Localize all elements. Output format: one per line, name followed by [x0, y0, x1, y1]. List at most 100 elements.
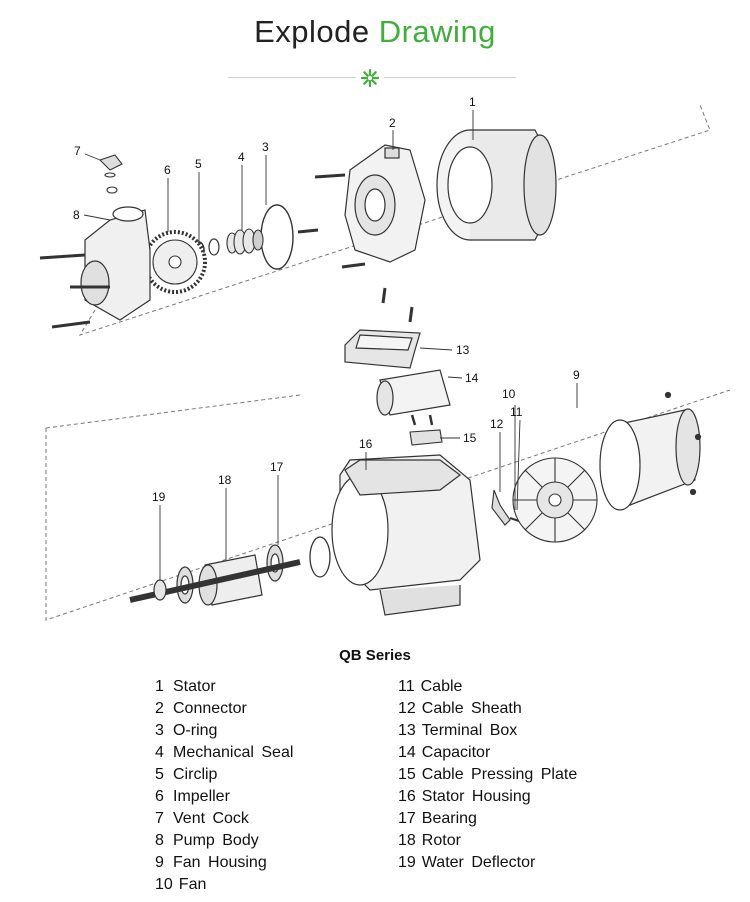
title-word-drawing: Drawing — [378, 14, 496, 49]
callout-3: 3 — [262, 140, 269, 154]
legend-num: 7 — [155, 810, 164, 827]
callout-12: 12 — [490, 417, 504, 431]
callout-17: 17 — [270, 460, 284, 474]
callout-7: 7 — [74, 144, 81, 158]
legend-item: 17 Bearing — [398, 808, 577, 830]
legend-name: Connector — [173, 700, 247, 717]
legend-num: 15 — [398, 766, 416, 783]
connector-part — [297, 144, 426, 269]
legend-num: 4 — [155, 744, 164, 761]
terminal-box-part — [344, 329, 421, 369]
legend-name: Fan Housing — [173, 854, 267, 871]
legend-name: Fan — [178, 876, 207, 893]
pump-body-part — [39, 206, 151, 329]
legend-item: 6 Impeller — [155, 786, 293, 808]
legend-name: Rotor — [421, 832, 461, 849]
o-ring-part — [260, 204, 294, 270]
legend-name: Cable — [420, 678, 463, 695]
parts-legend-left: 1 Stator 2 Connector 3 O-ring 4 Mechanical S… — [155, 676, 293, 896]
series-label: QB Series — [339, 647, 411, 664]
legend-num: 1 — [155, 678, 164, 695]
impeller-part — [143, 230, 207, 294]
legend-num: 3 — [155, 722, 164, 739]
mechanical-seal-part — [226, 228, 264, 255]
water-deflector-part — [153, 579, 167, 601]
legend-item: 7 Vent Cock — [155, 808, 293, 830]
legend-name: Mechanical Seal — [173, 744, 294, 761]
legend-name: Stator Housing — [421, 788, 531, 805]
legend-num: 12 — [398, 700, 416, 717]
legend-num: 2 — [155, 700, 164, 717]
callout-13: 13 — [456, 343, 470, 357]
vent-cock-part — [98, 154, 123, 194]
callout-6: 6 — [164, 163, 171, 177]
legend-num: 5 — [155, 766, 164, 783]
callout-15: 15 — [463, 431, 477, 445]
legend-name: Cable Sheath — [421, 700, 522, 717]
callout-14: 14 — [465, 371, 479, 385]
callout-leaders — [83, 110, 578, 580]
legend-num: 19 — [398, 854, 416, 871]
legend-item: 15 Cable Pressing Plate — [398, 764, 577, 786]
legend-item: 1 Stator — [155, 676, 293, 698]
legend-name: Bearing — [421, 810, 477, 827]
stator-housing-part — [331, 454, 481, 616]
legend-item: 16 Stator Housing — [398, 786, 577, 808]
callout-1: 1 — [469, 95, 476, 109]
legend-item: 8 Pump Body — [155, 830, 293, 852]
legend-num: 18 — [398, 832, 416, 849]
cable-pressing-plate-part — [409, 414, 443, 446]
callout-4: 4 — [238, 150, 245, 164]
callout-numbers: 1 2 3 4 5 6 7 8 9 10 11 12 13 14 15 16 1… — [73, 95, 580, 504]
capacitor-part — [376, 369, 451, 416]
callout-18: 18 — [218, 473, 232, 487]
legend-num: 17 — [398, 810, 416, 827]
page-title: Explode Drawing — [0, 14, 750, 50]
callout-16: 16 — [359, 437, 373, 451]
fan-housing-part — [599, 391, 702, 511]
legend-name: Stator — [173, 678, 216, 695]
legend-name: Circlip — [173, 766, 218, 783]
legend-name: Cable Pressing Plate — [421, 766, 578, 783]
legend-item: 9 Fan Housing — [155, 852, 293, 874]
legend-item: 19 Water Deflector — [398, 852, 577, 874]
title-divider-left — [228, 77, 356, 78]
legend-num: 14 — [398, 744, 416, 761]
callout-11: 11 — [510, 405, 523, 419]
callout-8: 8 — [73, 208, 80, 222]
legend-name: Impeller — [173, 788, 230, 805]
legend-num: 10 — [155, 876, 173, 893]
legend-item: 11 Cable — [398, 676, 577, 698]
legend-item: 18 Rotor — [398, 830, 577, 852]
legend-name: Water Deflector — [421, 854, 536, 871]
legend-name: Vent Cock — [173, 810, 249, 827]
callout-2: 2 — [389, 116, 396, 130]
legend-item: 12 Cable Sheath — [398, 698, 577, 720]
legend-num: 13 — [398, 722, 416, 739]
callout-9: 9 — [573, 368, 580, 382]
legend-item: 3 O-ring — [155, 720, 293, 742]
legend-item: 2 Connector — [155, 698, 293, 720]
legend-num: 9 — [155, 854, 164, 871]
legend-num: 8 — [155, 832, 164, 849]
exploded-pump-diagram: 1 2 3 4 5 6 7 8 9 10 11 12 13 14 15 16 1… — [39, 95, 731, 621]
callout-19: 19 — [152, 490, 166, 504]
snowflake-ornament-icon — [360, 68, 380, 88]
legend-item: 10 Fan — [155, 874, 293, 896]
legend-num: 16 — [398, 788, 416, 805]
stator-part — [436, 129, 557, 241]
callout-10: 10 — [502, 387, 516, 401]
legend-name: Pump Body — [173, 832, 259, 849]
legend-name: Capacitor — [421, 744, 491, 761]
legend-num: 6 — [155, 788, 164, 805]
callout-5: 5 — [195, 157, 202, 171]
legend-name: O-ring — [173, 722, 218, 739]
legend-item: 14 Capacitor — [398, 742, 577, 764]
fan-part — [512, 457, 598, 543]
legend-item: 4 Mechanical Seal — [155, 742, 293, 764]
title-word-explode: Explode — [254, 14, 370, 49]
title-divider-right — [384, 77, 516, 78]
legend-num: 11 — [398, 678, 415, 695]
